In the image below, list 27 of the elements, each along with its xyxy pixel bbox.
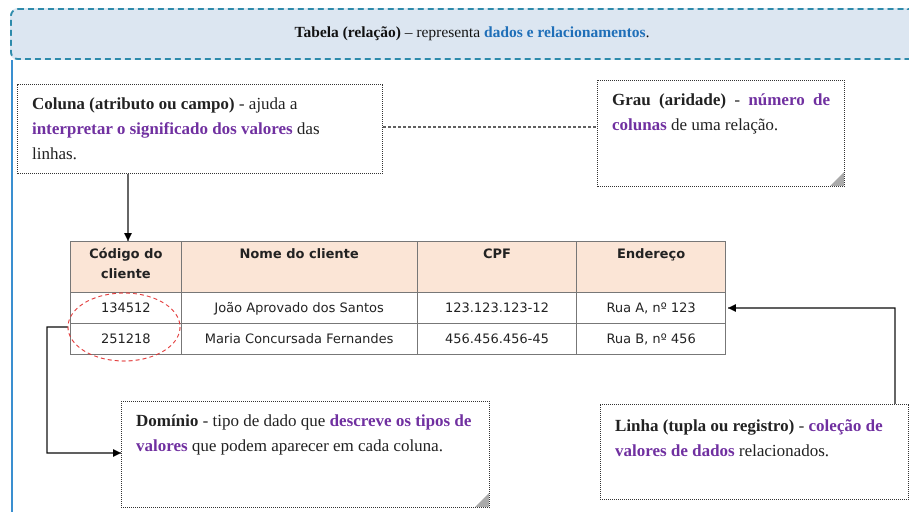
callout-text: Coluna (atributo ou campo) - ajuda a interpretar o significado dos valores das linhas. — [32, 93, 321, 165]
table-cell: Rua A, nº 123 — [576, 292, 726, 324]
callout-text: Grau (aridade) - número de colunas de uma relação. — [612, 89, 830, 136]
title: Tabela (relação) – representa dados e relacionamentos. — [294, 24, 650, 42]
arrow — [728, 304, 896, 404]
arrow — [46, 326, 121, 457]
table-cell: 251218 — [70, 324, 182, 354]
table-cell: João Aprovado dos Santos — [181, 292, 418, 324]
arrow — [124, 174, 132, 241]
connector-line — [383, 126, 597, 128]
callout-box — [600, 404, 909, 500]
table-cell: Maria Concursada Fernandes — [181, 324, 418, 354]
callout-box — [597, 80, 845, 187]
header-cell: Endereço — [576, 242, 726, 292]
table-cell: 456.456.456-45 — [417, 324, 577, 354]
header-cell: Código do cliente — [70, 242, 182, 292]
callout-box — [121, 401, 490, 508]
table-cell: 134512 — [70, 292, 182, 324]
callout-text: Linha (tupla ou registro) - coleção de valores de dados relacionados. — [615, 415, 884, 462]
callout-text: Domínio - tipo de dado que descreve os tipos de valores que podem aparecer em cada coluna. — [136, 410, 472, 457]
header-cell: CPF — [417, 242, 577, 292]
table-cell: Rua B, nº 456 — [576, 324, 726, 354]
data-table — [70, 241, 726, 355]
callout-box — [17, 84, 383, 174]
table-cell: 123.123.123-12 — [417, 292, 577, 324]
header-cell: Nome do cliente — [181, 242, 418, 292]
highlight-ellipse — [68, 292, 180, 362]
